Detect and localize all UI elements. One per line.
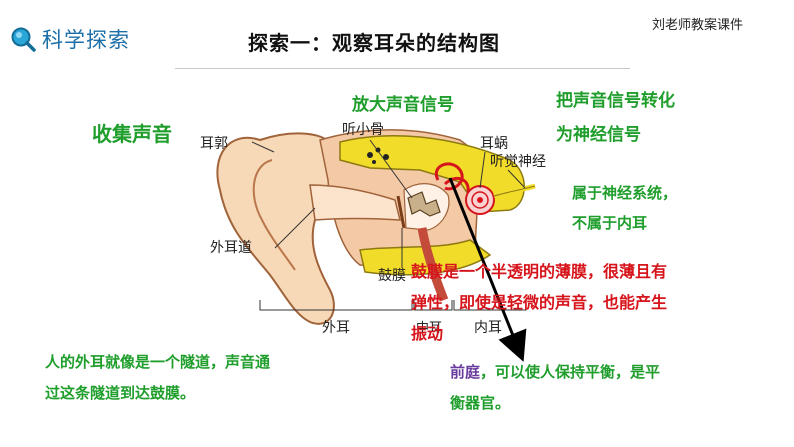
label-eardrum: 鼓膜 [378,268,406,284]
note-amplify-signal: 放大声音信号 [352,95,454,115]
brand-title: 科学探索 [42,28,130,52]
brand: 科学探索 [10,24,130,54]
label-outer-ear: 外耳 [322,320,350,336]
note-ear-canal: 人的外耳就像是一个隧道，声音通 过这条隧道到达鼓膜。 [45,353,271,402]
note-eardrum: 鼓膜是一个半透明的薄膜，很薄且有 弹性，即使是轻微的声音，也能产生 振动 [411,262,668,343]
ossicles-shape [407,191,441,217]
page-title: 探索一：观察耳朵的结构图 [248,31,500,55]
label-auditory-nerve: 听觉神经 [490,154,546,170]
label-ossicles: 听小骨 [342,122,384,138]
note-vestibule: 前庭，可以使人保持平衡，是平 衡器官。 [450,363,661,412]
auricle-shape [216,132,337,325]
label-middle-ear: 中耳 [416,321,442,336]
note-convert-signal: 把声音信号转化 为神经信号 [556,91,675,145]
eardrum-line [396,195,406,229]
label-ear-canal: 外耳道 [210,240,252,256]
magnifier-logo-icon [11,27,36,52]
author-label: 刘老师教案课件 [652,18,744,33]
title-divider [175,68,630,69]
vestibule-term: 前庭 [450,363,481,381]
note-collect-sound: 收集声音 [92,122,172,146]
label-auricle: 耳郭 [200,135,228,152]
ear-canal-shape [309,184,401,221]
note-auditory-nerve: 属于神经系统， 不属于内耳 [572,184,678,232]
label-cochlea: 耳蜗 [480,136,508,152]
